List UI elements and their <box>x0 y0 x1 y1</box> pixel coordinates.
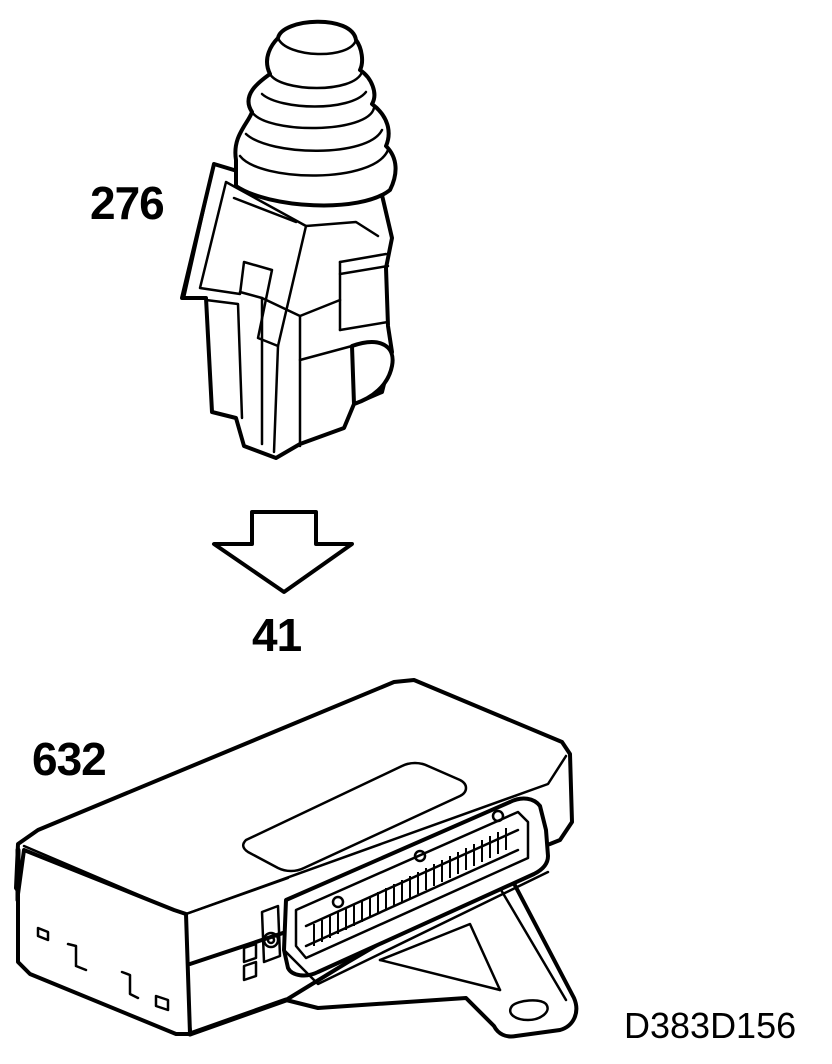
mounting-bracket <box>284 870 579 1039</box>
figure-code: D383D156 <box>624 1005 797 1046</box>
connector-plug <box>180 19 398 460</box>
callout-41: 41 <box>252 609 302 661</box>
control-unit-module <box>14 678 579 1039</box>
down-arrow-icon <box>212 510 354 594</box>
multi-pin-connector <box>282 796 550 986</box>
callout-276: 276 <box>90 177 165 229</box>
callout-632: 632 <box>32 733 107 785</box>
